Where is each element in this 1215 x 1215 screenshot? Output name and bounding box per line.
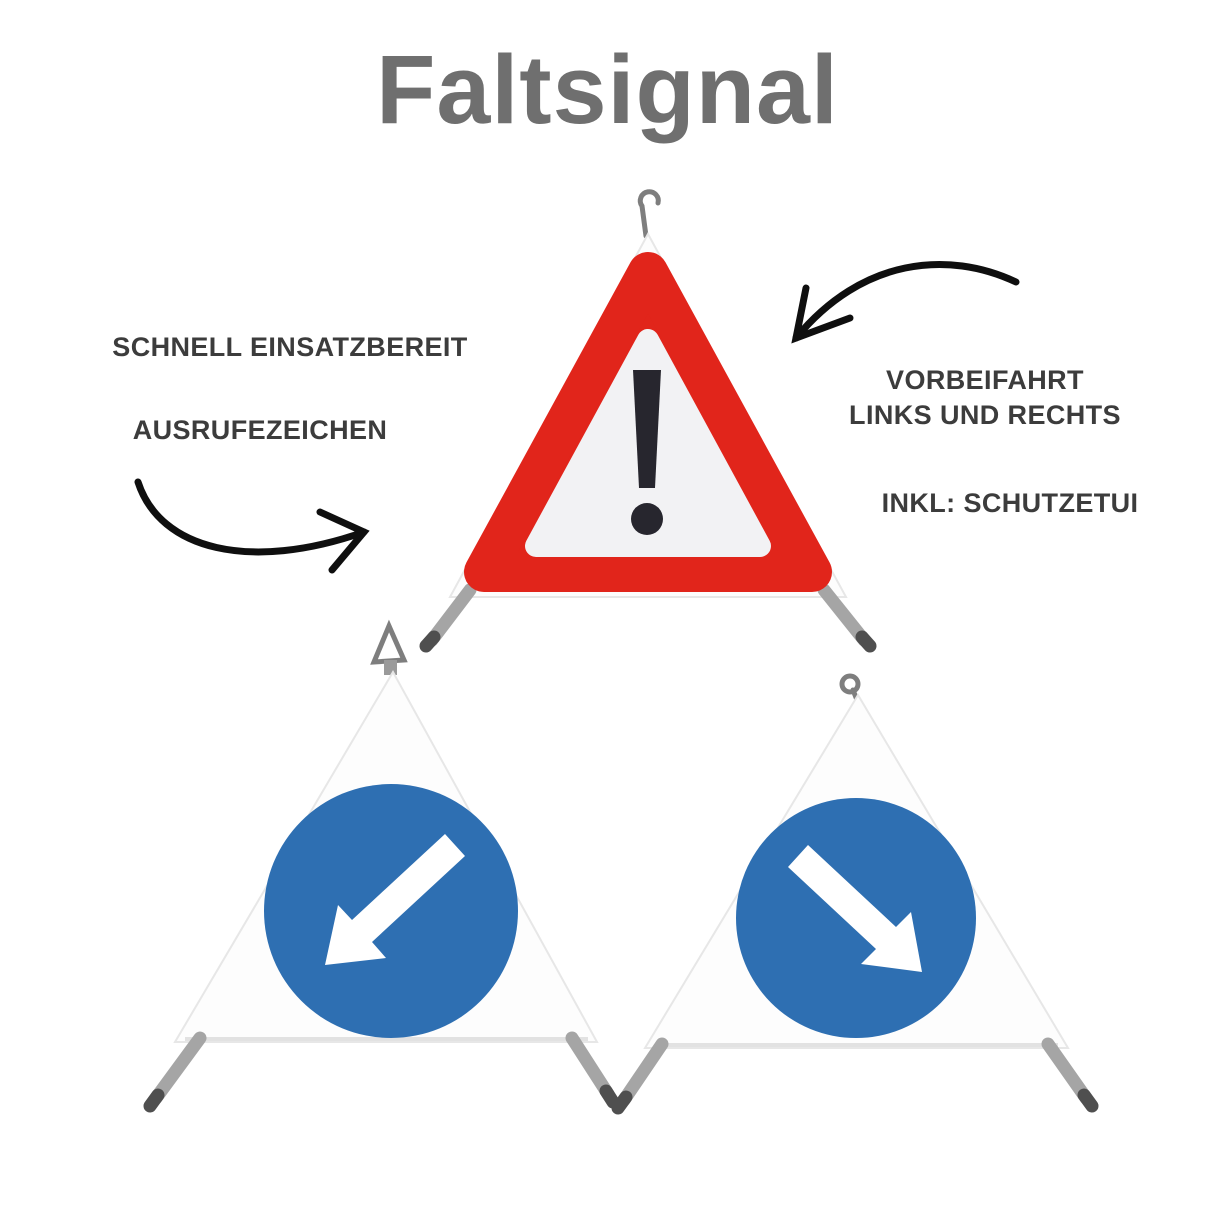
sign-leg bbox=[817, 583, 871, 647]
label-vorbeifahrt: VORBEIFAHRT LINKS UND RECHTS bbox=[830, 363, 1140, 433]
arrow-down-right-icon bbox=[788, 845, 922, 972]
sign-leg bbox=[1041, 1037, 1093, 1105]
sign-leg bbox=[149, 1031, 207, 1105]
arrow-down-left-icon bbox=[325, 834, 465, 965]
label-vorbeifahrt-line2: LINKS UND RECHTS bbox=[849, 400, 1121, 431]
arrow-head-icon bbox=[316, 508, 370, 574]
carabiner-icon bbox=[370, 619, 408, 665]
sign-leg-tip bbox=[855, 630, 877, 653]
page-title: Faltsignal bbox=[376, 35, 839, 144]
hand-drawn-arrow-right bbox=[791, 260, 1020, 344]
hanging-hook-icon bbox=[637, 189, 661, 239]
hanging-hook-icon bbox=[839, 673, 861, 695]
sign-leg-tip bbox=[1077, 1088, 1099, 1113]
arrow-curve bbox=[134, 478, 368, 556]
warning-triangle-sign bbox=[419, 189, 877, 653]
carabiner-clasp bbox=[384, 660, 397, 675]
label-ausrufezeichen: AUSRUFEZEICHEN bbox=[132, 415, 388, 445]
sign-leg bbox=[617, 1037, 669, 1107]
label-vorbeifahrt-line1: VORBEIFAHRT bbox=[886, 365, 1084, 395]
keep-left-sign bbox=[143, 619, 620, 1113]
sign-leg-tip bbox=[599, 1084, 620, 1109]
sign-leg-tip bbox=[611, 1090, 633, 1115]
arrow-head-icon bbox=[791, 284, 854, 344]
sign-leg-tip bbox=[143, 1088, 165, 1113]
sign-leg-tip bbox=[419, 630, 441, 653]
sign-leg bbox=[425, 583, 477, 647]
sign-leg bbox=[565, 1031, 615, 1101]
label-inkl-schutzetui: INKL: SCHUTZETUI bbox=[881, 488, 1139, 518]
hand-drawn-arrow-left bbox=[134, 478, 370, 574]
exclamation-mark-icon bbox=[633, 370, 661, 488]
exclamation-dot-icon bbox=[631, 503, 663, 535]
keep-right-sign bbox=[611, 673, 1099, 1115]
label-schnell-einsatzbereit: SCHNELL EINSATZBEREIT bbox=[112, 332, 468, 362]
arrow-curve bbox=[792, 260, 1020, 342]
